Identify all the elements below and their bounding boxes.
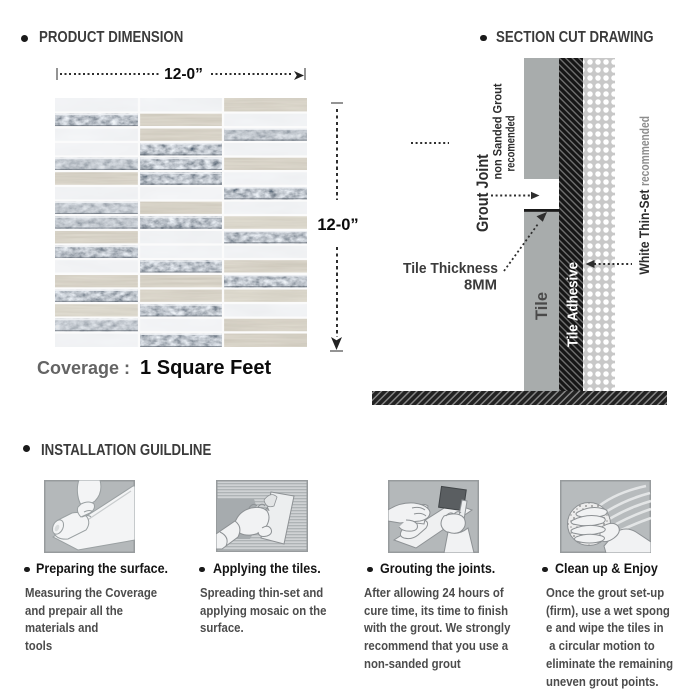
svg-text:Tile: Tile bbox=[532, 292, 551, 320]
svg-text:recomended: recomended bbox=[504, 116, 518, 172]
svg-text:Tile Adhesive: Tile Adhesive bbox=[566, 262, 582, 347]
svg-text:recommended: recommended bbox=[638, 116, 652, 186]
svg-text:8MM: 8MM bbox=[464, 277, 497, 294]
svg-text:Tile Thickness: Tile Thickness bbox=[403, 260, 498, 277]
svg-text:White Thin-Set: White Thin-Set bbox=[637, 189, 652, 274]
svg-text:Grout Joint: Grout Joint bbox=[473, 154, 492, 232]
svg-text:non Sanded Grout: non Sanded Grout bbox=[491, 84, 505, 180]
